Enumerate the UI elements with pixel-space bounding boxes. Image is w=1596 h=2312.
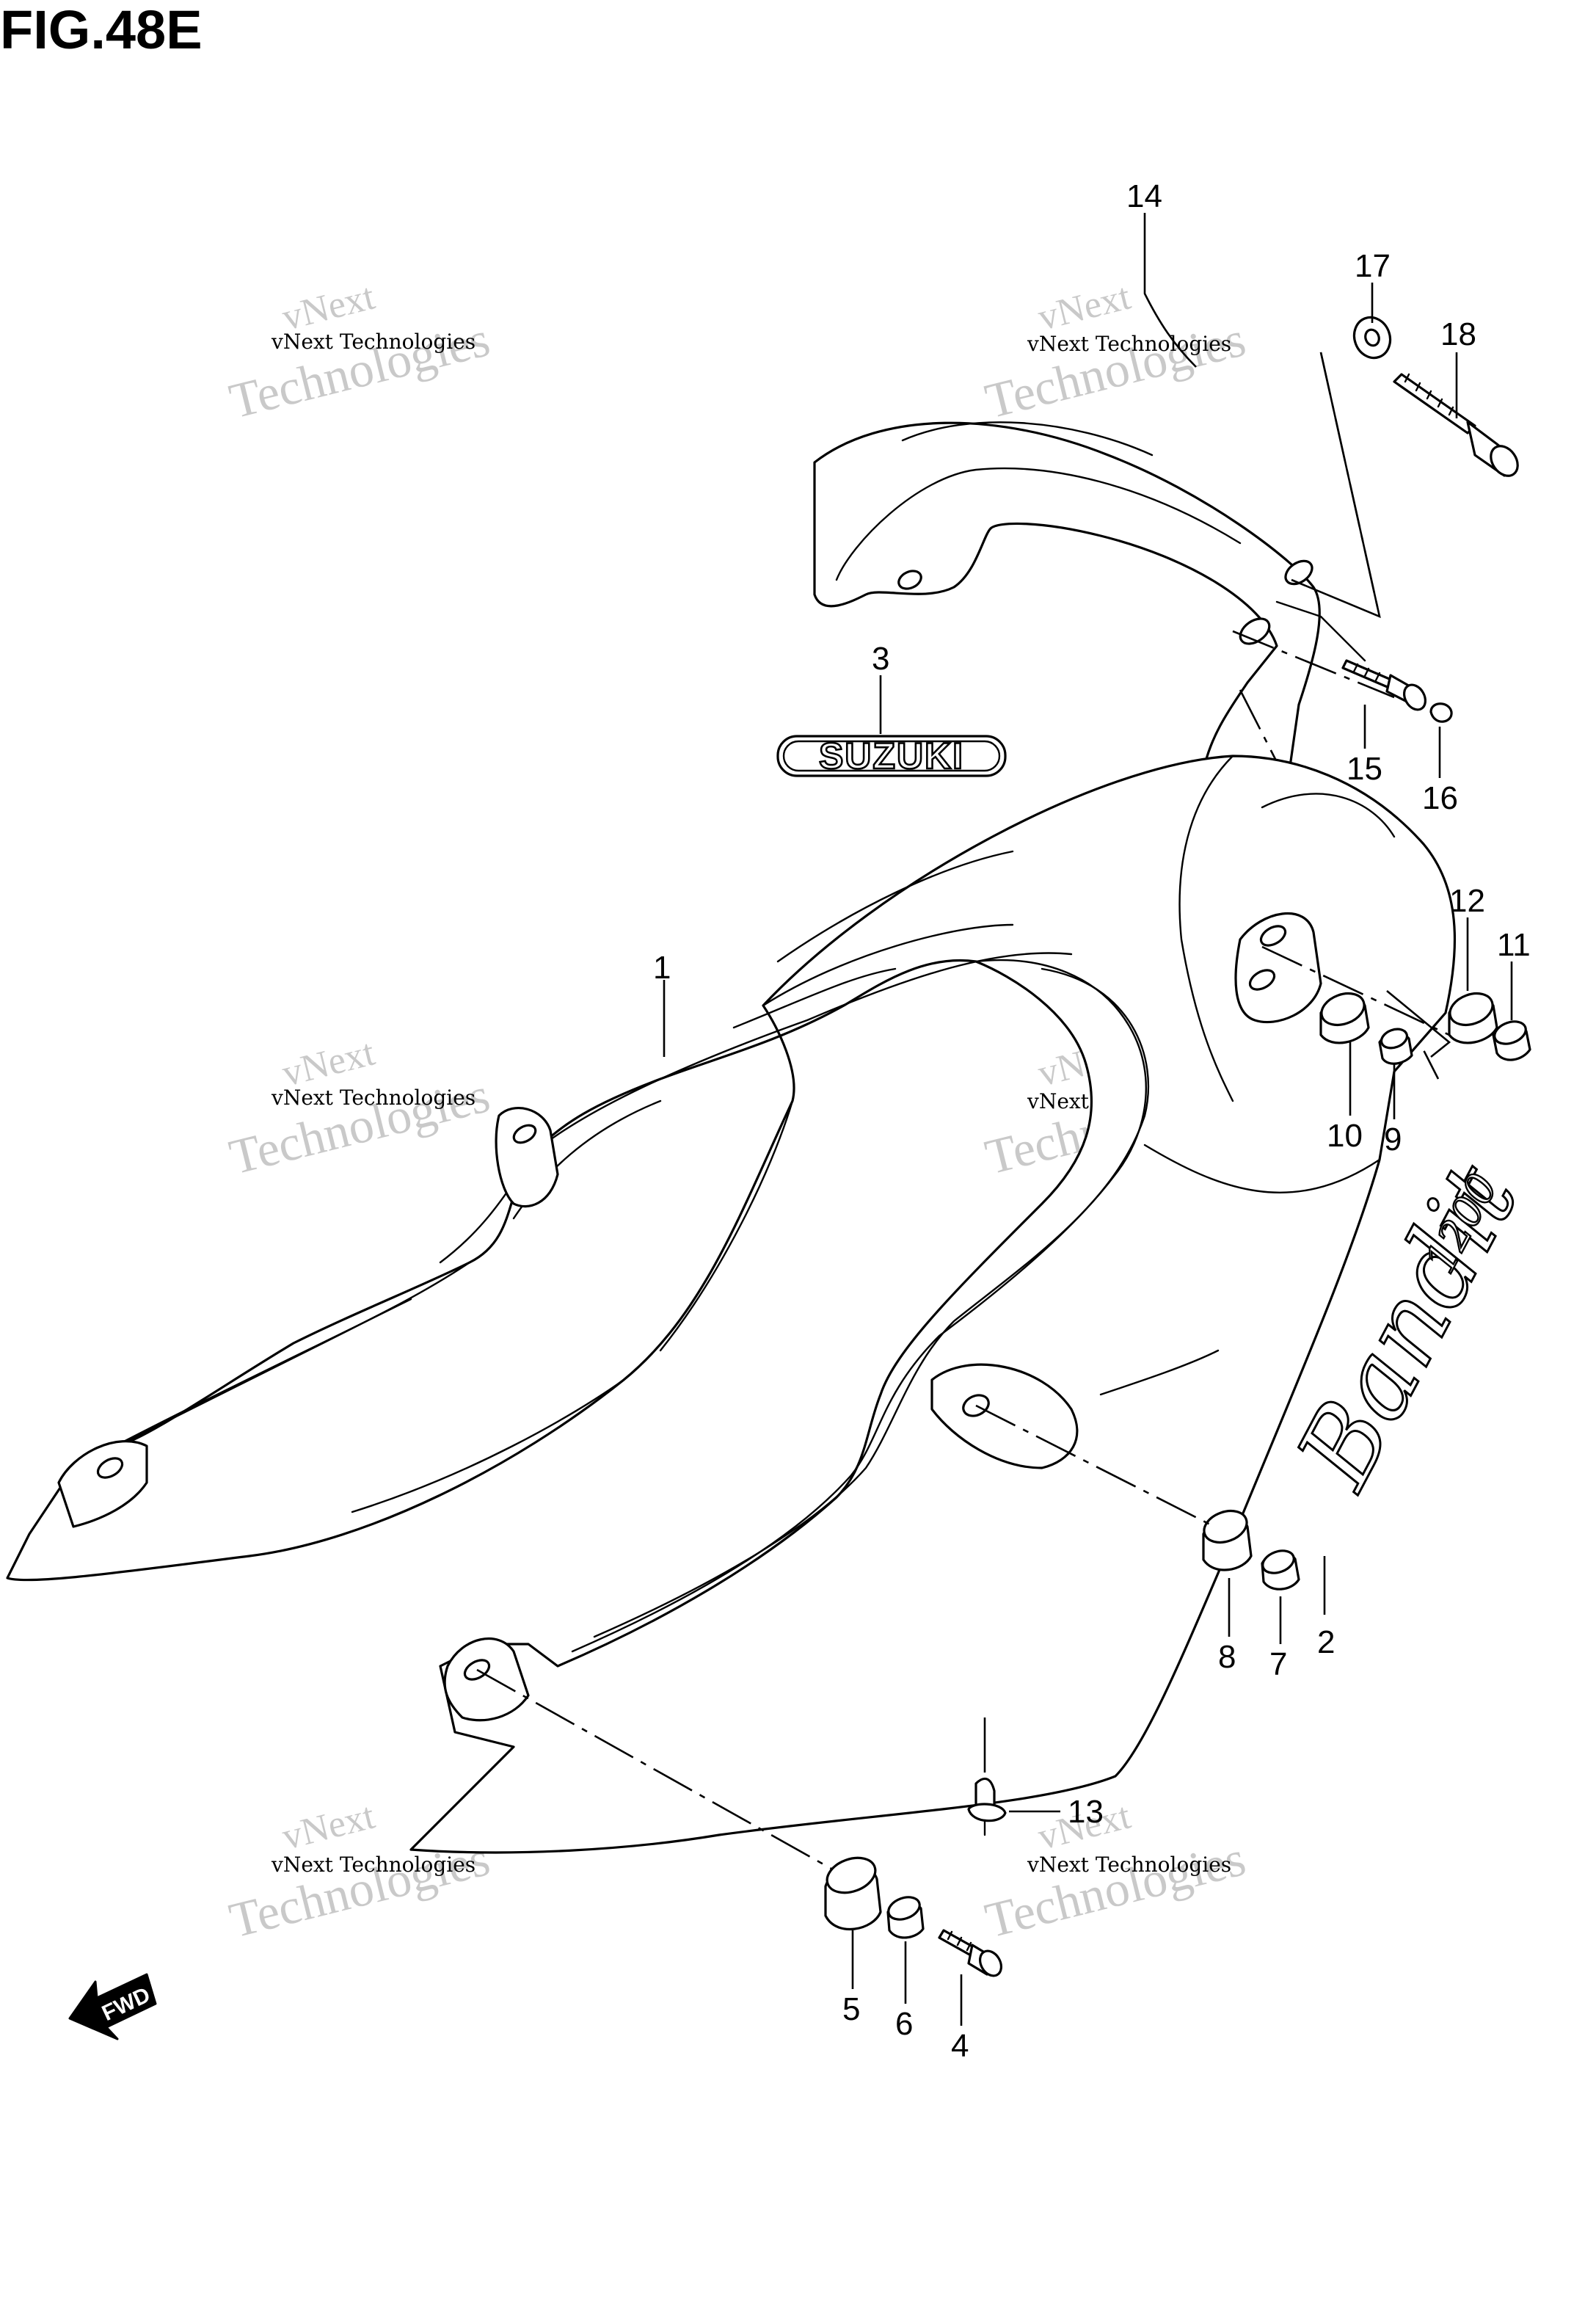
bolt-4 — [938, 1929, 1003, 2026]
callout-8: 8 — [1218, 1639, 1236, 1675]
callout-14: 14 — [1126, 178, 1162, 214]
suzuki-emblem: SUZUKI — [776, 675, 1007, 777]
watermark-top-right: vNext Technologies vNext Technologies — [980, 275, 1250, 429]
washer-17 — [1352, 283, 1392, 360]
collar-6 — [886, 1896, 925, 2004]
watermark-bottom-right: vNext Technologies vNext Technologies — [980, 1795, 1250, 1948]
bolt-15 — [1341, 659, 1427, 749]
callout-13: 13 — [1068, 1794, 1104, 1830]
svg-text:vNext Technologies: vNext Technologies — [271, 330, 475, 354]
callout-10: 10 — [1327, 1118, 1363, 1154]
svg-text:vNext Technologies: vNext Technologies — [271, 1086, 475, 1110]
callout-3: 3 — [872, 641, 889, 677]
callout-18: 18 — [1440, 316, 1476, 352]
bolt-18 — [1393, 352, 1519, 477]
grommet-12 — [1448, 917, 1498, 1044]
svg-text:vNext: vNext — [1034, 275, 1135, 338]
callout-12: 12 — [1449, 883, 1485, 919]
svg-text:Technologies: Technologies — [980, 310, 1250, 429]
grommet-8 — [1202, 1509, 1253, 1637]
seat-tail-cover — [6, 755, 1457, 1854]
svg-text:Technologies: Technologies — [980, 1830, 1250, 1948]
callout-4: 4 — [951, 2028, 969, 2064]
svg-text:vNext Technologies: vNext Technologies — [1027, 1853, 1231, 1877]
collar-9 — [1378, 1028, 1413, 1119]
figure-title: FIG.48E — [0, 0, 203, 60]
callout-11: 11 — [1497, 927, 1531, 963]
rear-mount-bracket — [1386, 989, 1451, 1058]
svg-text:vNext Technologies: vNext Technologies — [271, 1853, 475, 1877]
callout-5: 5 — [842, 1991, 860, 2027]
rear-mount-chain — [1261, 945, 1450, 1036]
watermark-top-left: vNext Technologies vNext Technologies — [224, 275, 495, 429]
callout-16: 16 — [1422, 780, 1458, 816]
cap-16 — [1429, 702, 1453, 778]
callout-7: 7 — [1269, 1646, 1287, 1682]
watermark-middle-left: vNext Technologies vNext Technologies — [224, 1031, 495, 1185]
fwd-arrow-icon: FWD — [68, 1973, 157, 2040]
callout-6: 6 — [895, 2006, 913, 2042]
grommet-10 — [1319, 992, 1370, 1116]
rail-bracket-lines — [1291, 352, 1381, 619]
front-mount-chain — [476, 1668, 837, 1873]
collar-7 — [1261, 1549, 1300, 1644]
grommet-5 — [824, 1856, 882, 1989]
svg-text:Technologies: Technologies — [224, 1066, 495, 1185]
callout-17: 17 — [1355, 248, 1391, 284]
collar-11 — [1492, 961, 1531, 1061]
callout-2: 2 — [1317, 1624, 1335, 1660]
callout-15: 15 — [1347, 751, 1382, 787]
callout-labels: 1 2 3 4 5 6 7 8 9 10 11 12 13 14 15 16 1… — [653, 178, 1531, 2064]
callout-1: 1 — [653, 950, 671, 986]
svg-text:vNext Technologies: vNext Technologies — [1027, 332, 1231, 356]
grab-rail — [813, 213, 1366, 921]
side-mount-chain — [975, 1404, 1215, 1528]
clip-13 — [967, 1717, 1060, 1836]
svg-text:SUZUKI: SUZUKI — [819, 735, 964, 777]
svg-text:Technologies: Technologies — [224, 310, 495, 429]
svg-text:vNext: vNext — [278, 1795, 379, 1858]
callout-9: 9 — [1384, 1122, 1402, 1157]
